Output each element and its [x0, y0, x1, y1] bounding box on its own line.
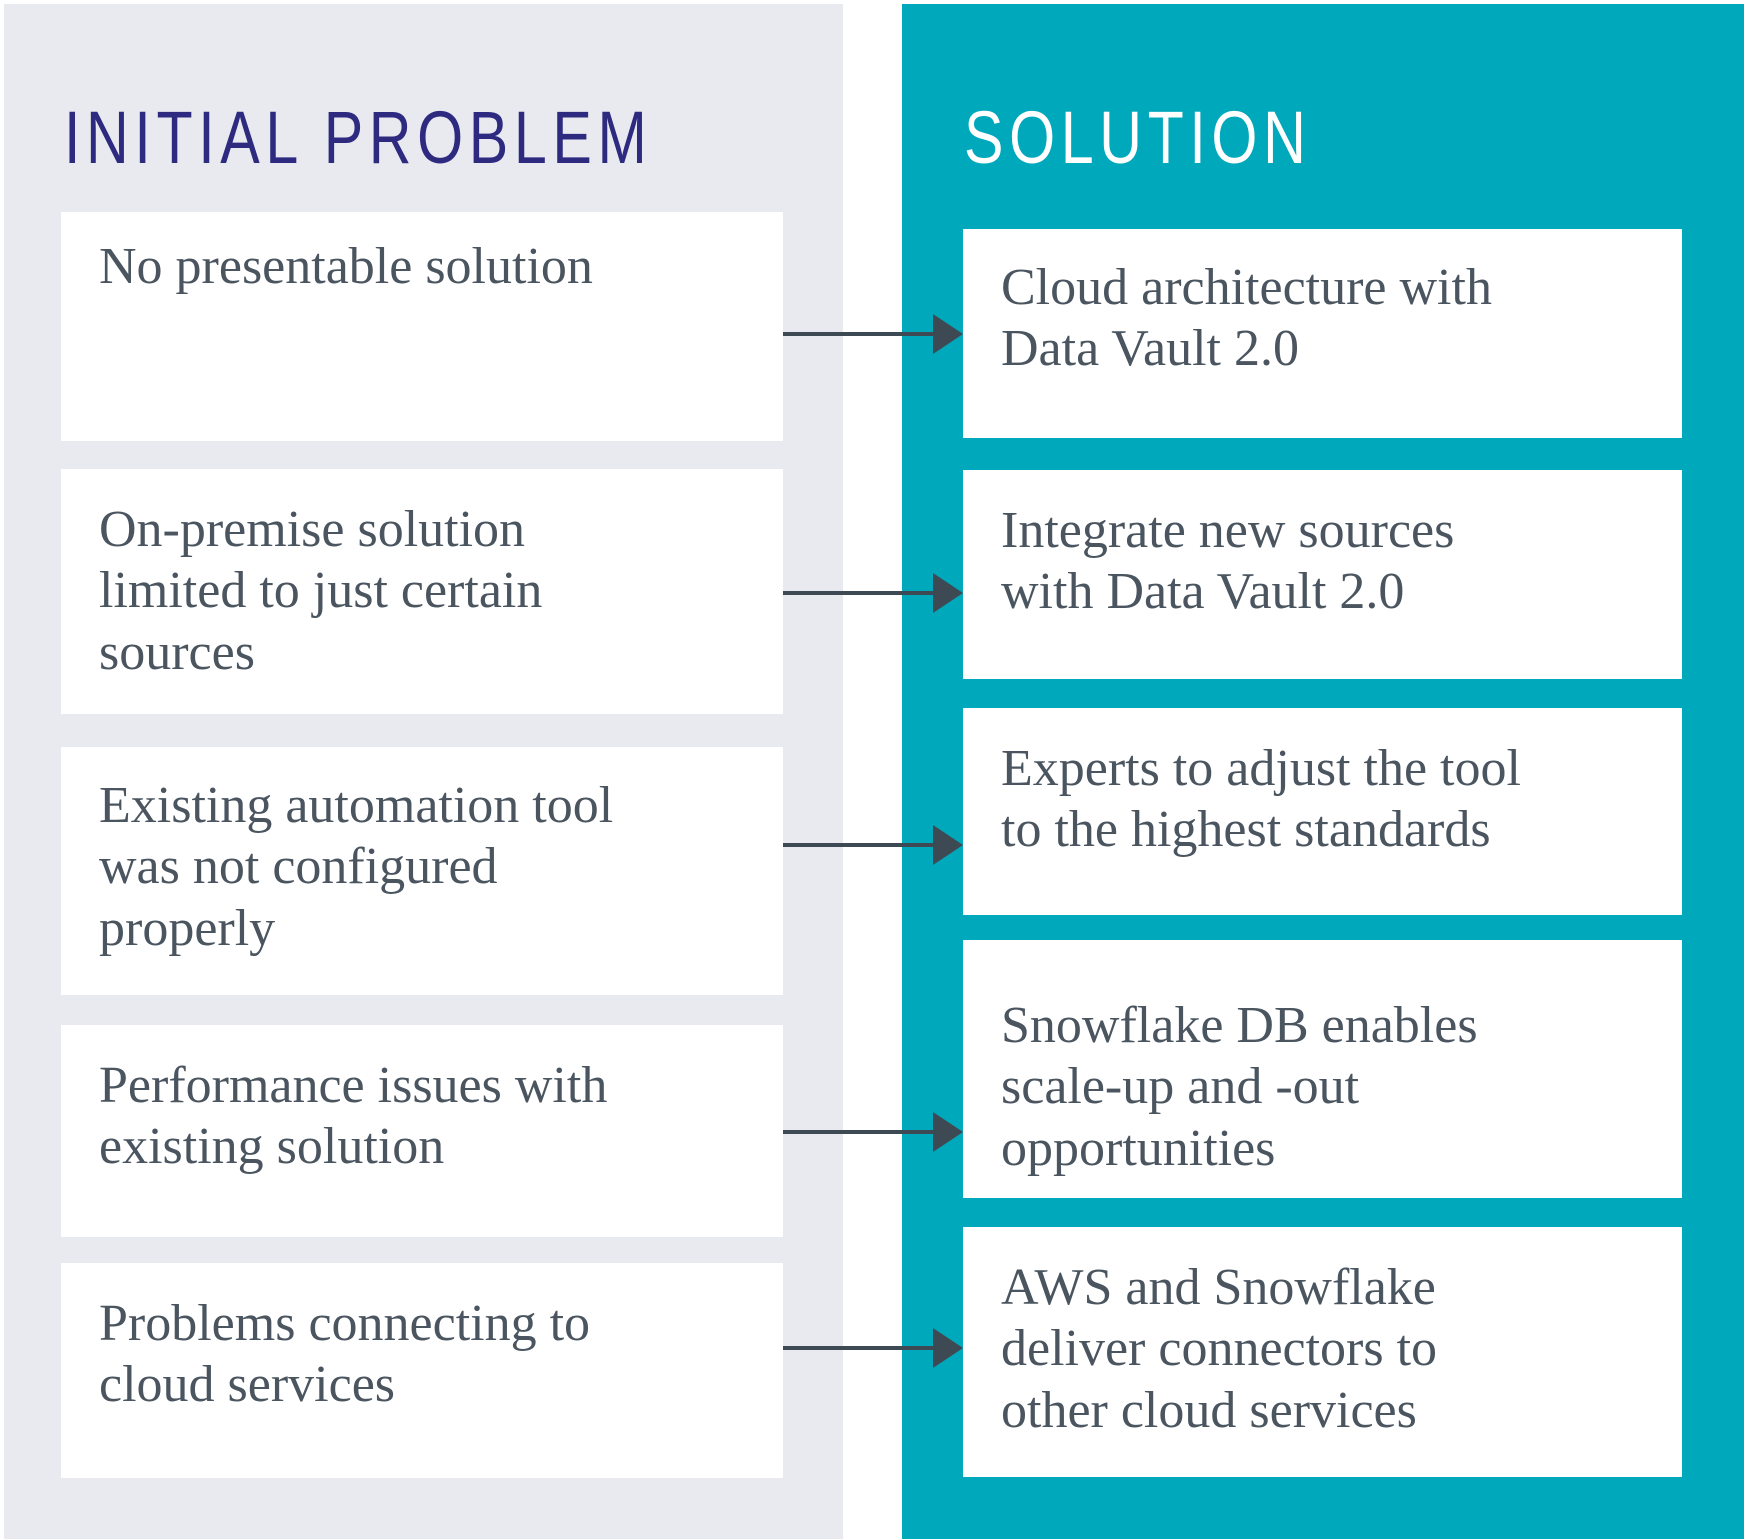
problem-card-1: No presentable solution	[61, 212, 783, 441]
connector-arrow-4	[783, 1112, 963, 1152]
solution-card-1-text: Cloud architecture with Data Vault 2.0	[1001, 259, 1492, 378]
problem-card-2: On-premise solution limited to just cert…	[61, 469, 783, 714]
arrow-line	[783, 332, 935, 336]
problem-card-3: Existing automation tool was not configu…	[61, 747, 783, 995]
solution-card-4-text: Snowflake DB enables scale-up and -out o…	[1001, 997, 1478, 1177]
arrow-line	[783, 591, 935, 595]
solution-card-3: Experts to adjust the tool to the highes…	[963, 708, 1682, 915]
arrow-right-icon	[933, 314, 963, 354]
arrow-right-icon	[933, 1328, 963, 1368]
problem-card-5: Problems connecting to cloud services	[61, 1263, 783, 1478]
arrow-right-icon	[933, 573, 963, 613]
initial-problem-title: INITIAL PROBLEM	[64, 96, 653, 179]
solution-card-5-text: AWS and Snowflake deliver connectors to …	[1001, 1259, 1438, 1439]
arrow-line	[783, 1346, 935, 1350]
arrow-line	[783, 843, 935, 847]
solution-card-3-text: Experts to adjust the tool to the highes…	[1001, 740, 1521, 859]
arrow-right-icon	[933, 1112, 963, 1152]
solution-title: SOLUTION	[964, 96, 1312, 179]
connector-arrow-2	[783, 573, 963, 613]
solution-card-2: Integrate new sources with Data Vault 2.…	[963, 470, 1682, 679]
connector-arrow-5	[783, 1328, 963, 1368]
solution-card-5: AWS and Snowflake deliver connectors to …	[963, 1227, 1682, 1477]
problem-card-1-text: No presentable solution	[99, 238, 593, 295]
arrow-line	[783, 1130, 935, 1134]
problem-card-4-text: Performance issues with existing solutio…	[99, 1057, 608, 1176]
connector-arrow-3	[783, 825, 963, 865]
problem-card-5-text: Problems connecting to cloud services	[99, 1295, 591, 1414]
arrow-right-icon	[933, 825, 963, 865]
problem-card-3-text: Existing automation tool was not configu…	[99, 777, 614, 957]
solution-card-1: Cloud architecture with Data Vault 2.0	[963, 229, 1682, 438]
problem-card-4: Performance issues with existing solutio…	[61, 1025, 783, 1237]
problem-card-2-text: On-premise solution limited to just cert…	[99, 501, 543, 681]
solution-card-4: Snowflake DB enables scale-up and -out o…	[963, 940, 1682, 1198]
solution-card-2-text: Integrate new sources with Data Vault 2.…	[1001, 502, 1455, 621]
connector-arrow-1	[783, 314, 963, 354]
